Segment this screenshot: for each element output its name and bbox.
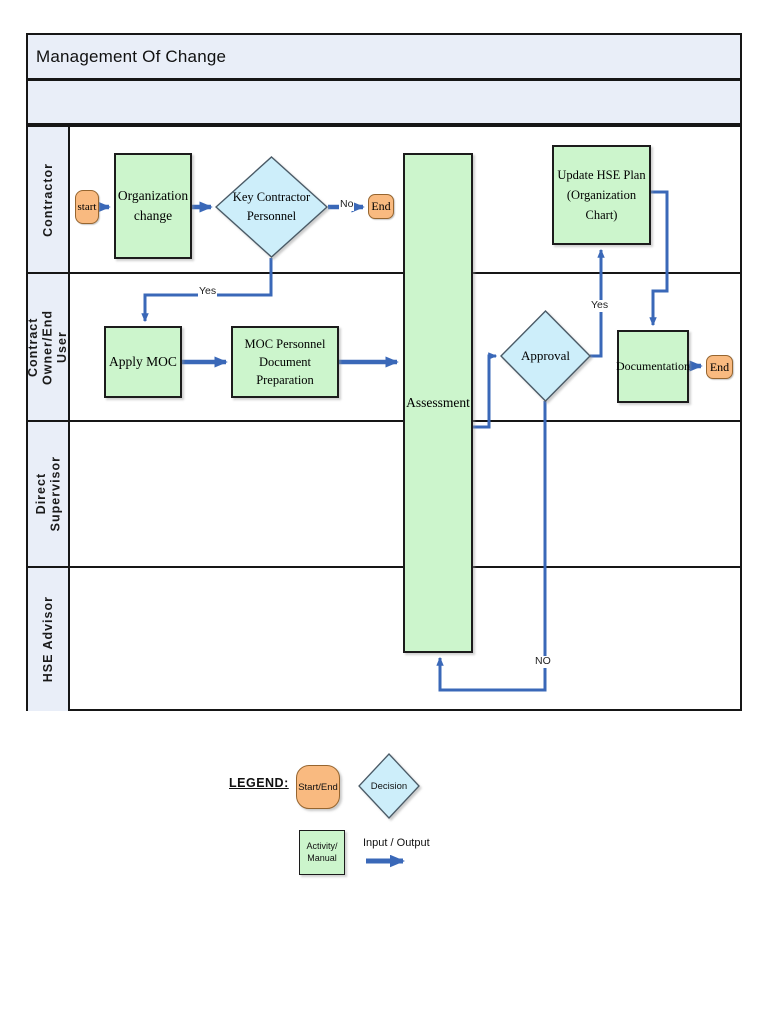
lane-label-text: Contract Owner/End User (26, 309, 70, 385)
lane-label-hse-advisor: HSE Advisor (28, 568, 70, 711)
legend-activity-shape: Activity/ Manual (299, 830, 345, 875)
lane-hse-advisor: HSE Advisor (28, 568, 740, 711)
end-node-contractor: End (368, 194, 394, 219)
organization-change-label: Organization change (117, 187, 189, 223)
legend-decision-shape (358, 753, 420, 819)
page-title: Management Of Change (36, 46, 227, 66)
header-subtitle-row (26, 80, 742, 125)
lane-contractor: Contractor (28, 127, 740, 274)
legend-activity-label: Activity/ Manual (306, 841, 338, 863)
lane-label-contractor: Contractor (28, 127, 70, 272)
apply-moc-node: Apply MOC (104, 326, 182, 398)
start-node: start (75, 190, 99, 224)
end-node-label: End (371, 199, 391, 213)
lane-contract-owner: Contract Owner/End User (26, 274, 740, 422)
assessment-label: Assessment (406, 395, 470, 410)
end-node-label: End (709, 359, 730, 374)
edge-label-yes: Yes (198, 285, 218, 298)
organization-change-node: Organization change (114, 153, 192, 259)
edge-label-no-approval: NO (534, 655, 552, 668)
key-contractor-decision-shape (215, 156, 328, 258)
legend-start-end-shape: Start/End (296, 765, 340, 809)
assessment-node: Assessment (403, 153, 473, 653)
approval-decision-shape (500, 310, 591, 402)
lane-label-text: HSE Advisor (40, 596, 55, 683)
update-hse-plan-node: Update HSE Plan (Organization Chart) (552, 145, 651, 245)
apply-moc-label: Apply MOC (109, 354, 177, 369)
moc-personnel-node: MOC Personnel Document Preparation (231, 326, 339, 398)
lane-direct-supervisor: Direct Supervisor (28, 422, 740, 568)
lane-label-text: Direct Supervisor (33, 456, 62, 532)
end-node-final: End (706, 355, 733, 379)
lane-label-contract-owner: Contract Owner/End User (26, 274, 70, 420)
legend-input-output-label: Input / Output (363, 837, 430, 849)
documentation-label: Documentation (616, 359, 690, 373)
moc-personnel-label: MOC Personnel Document Preparation (244, 336, 326, 388)
legend-start-end-label: Start/End (298, 781, 338, 793)
legend-decision-label: Decision (370, 780, 408, 792)
legend-heading: LEGEND: (229, 776, 289, 790)
diagram-title-bar: Management Of Change (26, 33, 742, 80)
documentation-node: Documentation (616, 330, 690, 403)
start-node-label: start (77, 201, 97, 213)
lane-label-text: Contractor (40, 162, 55, 237)
edge-label-no: No (339, 198, 355, 211)
lane-label-direct-supervisor: Direct Supervisor (28, 422, 70, 566)
update-hse-plan-label: Update HSE Plan (Organization Chart) (557, 168, 646, 222)
edge-label-yes-approval: Yes (590, 299, 610, 312)
